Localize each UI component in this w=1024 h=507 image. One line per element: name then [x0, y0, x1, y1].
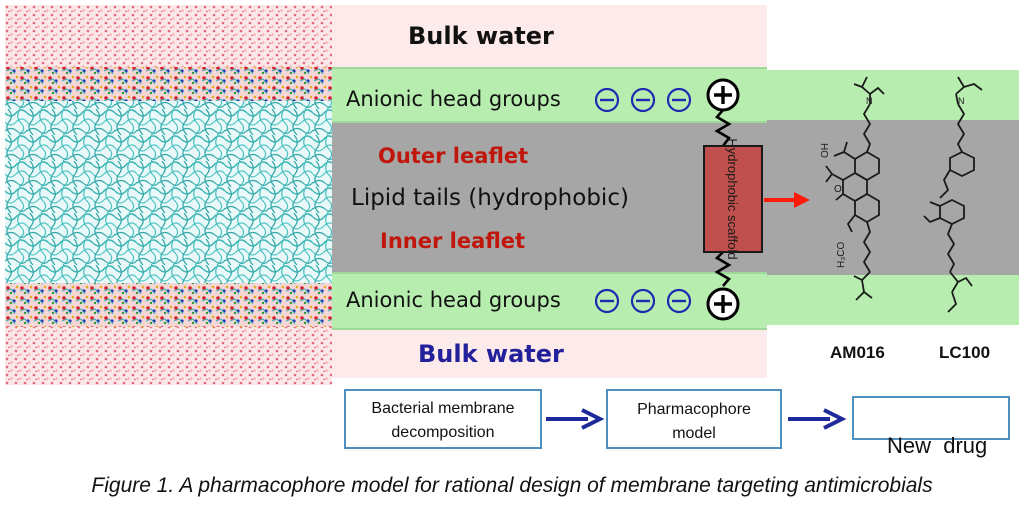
- flow-step-bacterial-membrane-label: Bacterial membrane decomposition: [371, 400, 515, 441]
- head-groups-bottom-band: [332, 272, 767, 330]
- am016-text-o: O: [834, 184, 842, 195]
- flow-arrow-1: [546, 408, 605, 430]
- figure-caption: Figure 1. A pharmacophore model for rati…: [91, 474, 933, 497]
- lipid-tails-label: Lipid tails (hydrophobic): [351, 185, 629, 211]
- compound-label-am016: AM016: [830, 343, 885, 362]
- minus-charge-icon: [666, 288, 692, 314]
- linker-bottom: [714, 251, 732, 287]
- minus-charge-icon: [630, 87, 656, 113]
- charges-and-scaffold: Hydrophobic scaffold: [594, 78, 763, 321]
- bulk-water-bottom-label: Bulk water: [418, 340, 564, 368]
- head-groups-top-band: [332, 67, 767, 123]
- inner-leaflet-label: Inner leaflet: [380, 229, 526, 253]
- minus-charge-icon: [630, 288, 656, 314]
- am016-text-n: N: [866, 96, 873, 106]
- head-groups-top-extension: [767, 70, 1019, 120]
- hydrophobic-scaffold-label: Hydrophobic scaffold: [725, 138, 740, 259]
- anionic-head-groups-top-label: Anionic head groups: [346, 87, 561, 111]
- plus-charge-icon: [706, 287, 740, 321]
- lipid-tails-band: [332, 123, 767, 272]
- scaffold-arrow: [764, 192, 810, 208]
- minus-charge-icon: [594, 288, 620, 314]
- bulk-water-top-band: [332, 5, 767, 67]
- flow-step-pharmacophore-model-label: Pharmacophore model: [637, 401, 751, 442]
- anionic-head-groups-bottom-label: Anionic head groups: [346, 288, 561, 312]
- bulk-water-bottom-band: [332, 330, 767, 378]
- outer-leaflet-label: Outer leaflet: [378, 144, 529, 168]
- minus-charge-icon: [594, 87, 620, 113]
- compound-label-lc100: LC100: [939, 343, 991, 362]
- lc100-structure: N: [923, 76, 983, 313]
- linker-top: [714, 109, 732, 147]
- am016-text-h3co: H₃CO: [836, 241, 847, 268]
- flow-step-pharmacophore-model: Pharmacophore model: [606, 389, 782, 449]
- am016-structure: OH O H₃CO N: [820, 76, 885, 301]
- lipid-tails-extension: [767, 120, 1019, 275]
- hydrophobic-scaffold-box: [703, 145, 763, 253]
- flow-step-new-drug-label: New drug: [886, 433, 988, 458]
- membrane-simulation-image: [5, 5, 332, 385]
- head-groups-bottom-extension: [767, 275, 1019, 325]
- minus-charge-icon: [666, 87, 692, 113]
- lc100-text-n: N: [958, 96, 965, 106]
- flow-arrow-2: [788, 408, 847, 430]
- plus-charge-icon: [706, 78, 740, 112]
- flow-step-bacterial-membrane: [344, 389, 542, 449]
- bulk-water-top-label: Bulk water: [408, 22, 554, 50]
- flow-step-new-drug: New drug: [852, 396, 1010, 458]
- am016-text-oh: OH: [820, 143, 831, 158]
